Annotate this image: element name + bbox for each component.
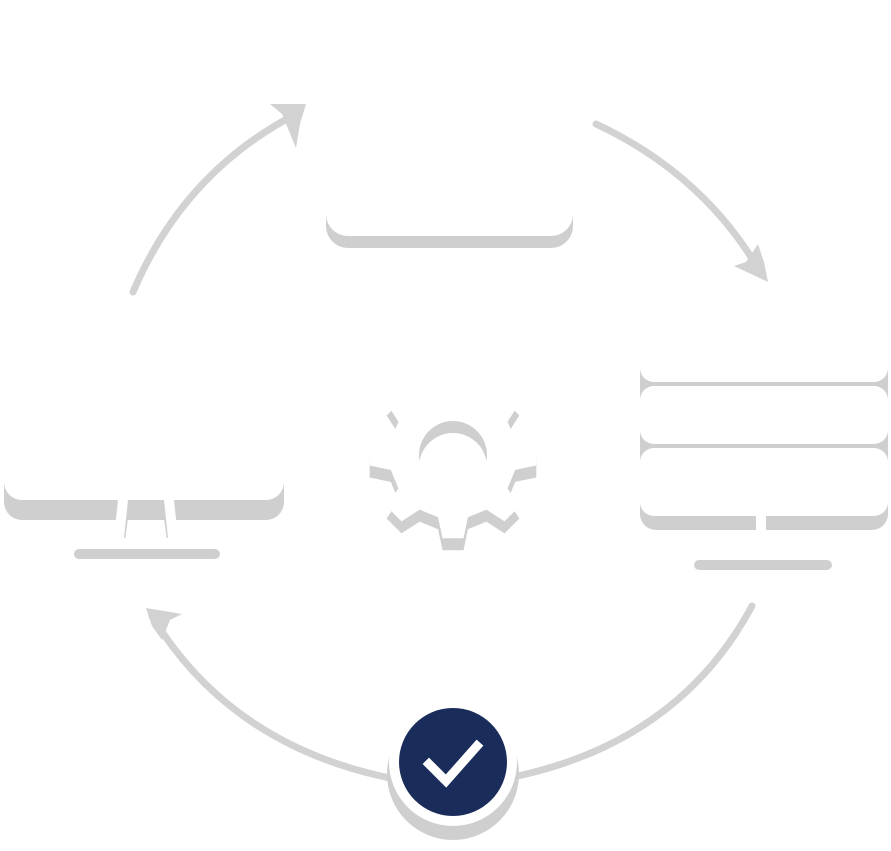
gear-body: [369, 371, 537, 539]
server-stack-icon: [640, 318, 888, 570]
arrow-left-to-top: [129, 108, 304, 296]
check-icon: [422, 739, 484, 788]
arrowheads: [146, 104, 768, 640]
completion-badge: [387, 698, 519, 840]
arrow-bottom-to-left: [148, 612, 394, 782]
desktop-monitor-icon: [4, 318, 284, 559]
arrowhead-top-left: [270, 104, 306, 148]
arrow-right-to-bottom: [514, 602, 756, 780]
status-circle: [399, 708, 507, 816]
arrow-top-to-right: [592, 120, 766, 279]
flow-arrows: [129, 108, 766, 782]
arrowhead-bottom-left: [146, 608, 182, 640]
arrowhead-top-right: [734, 244, 768, 282]
top-node-card: [326, 40, 573, 248]
gear-icon: [369, 371, 537, 551]
